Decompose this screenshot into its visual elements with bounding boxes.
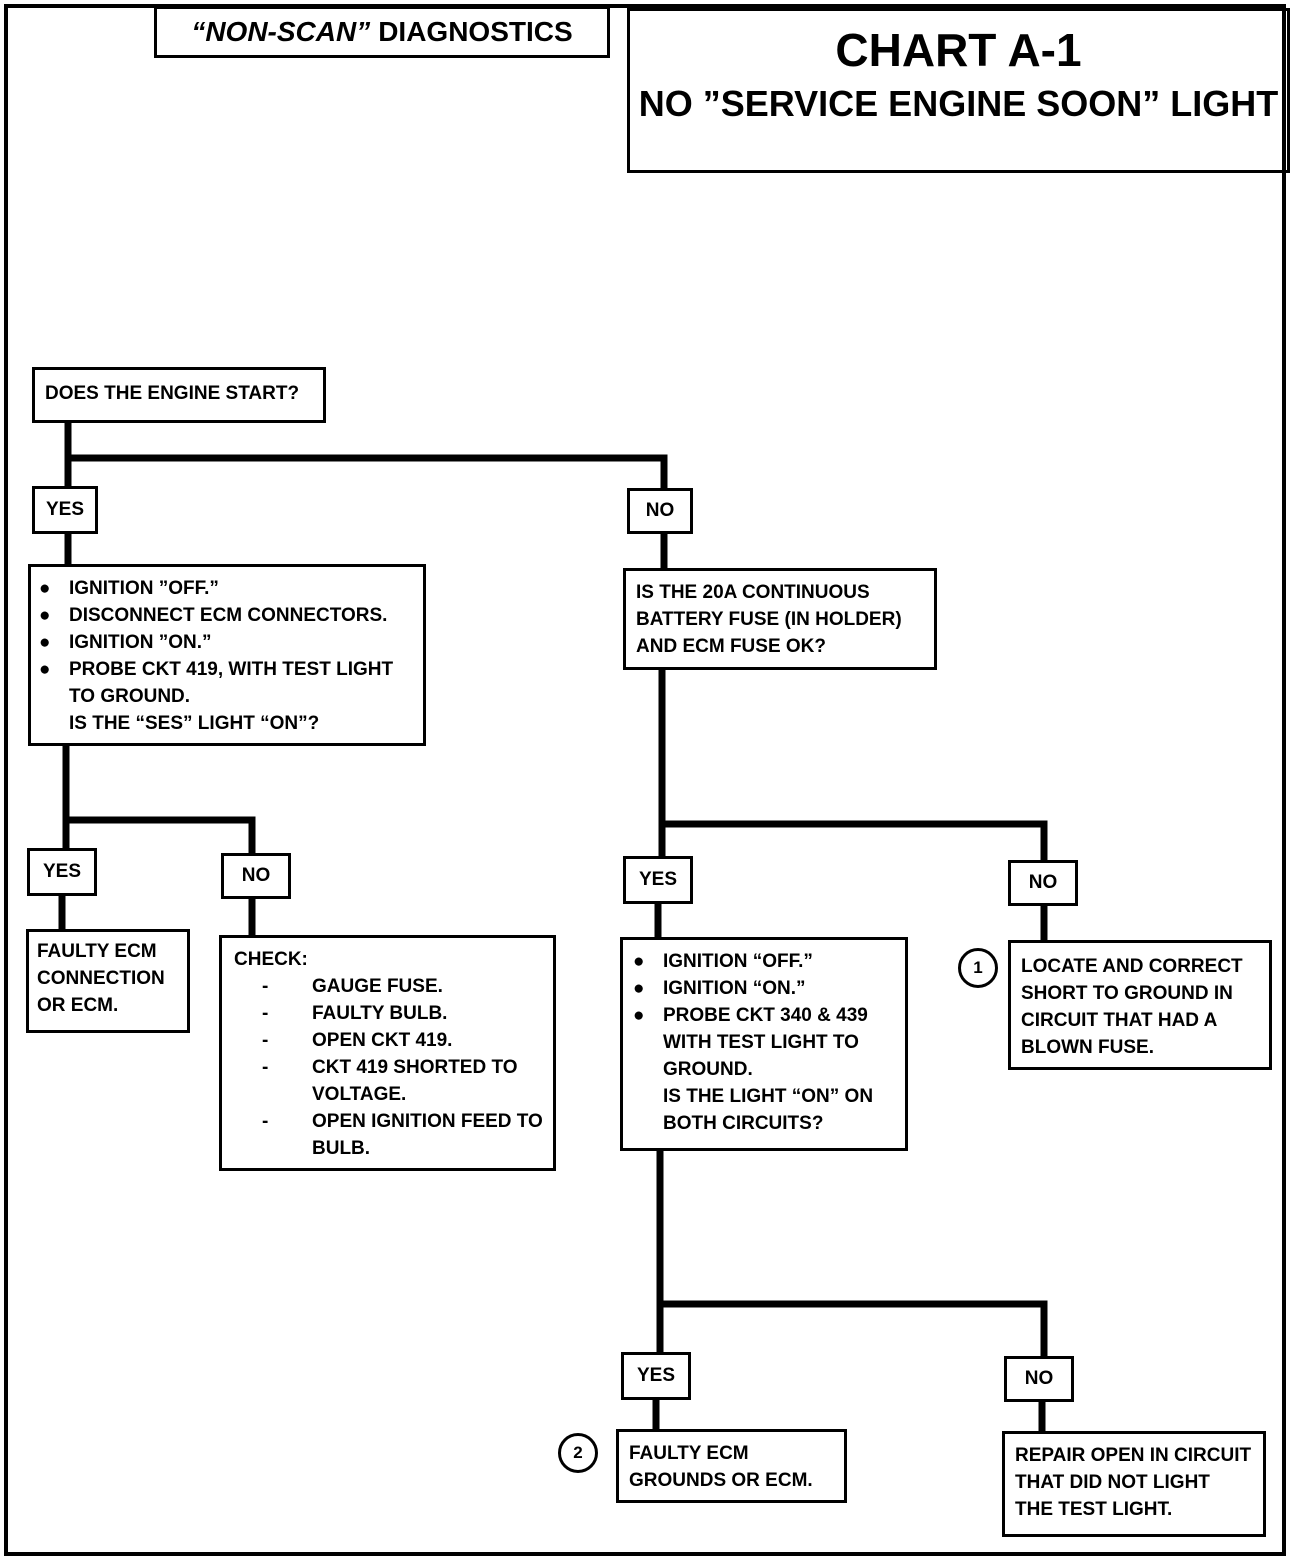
dash-icon: - [262,976,269,997]
right-question: IS THE LIGHT “ON” ON BOTH CIRCUITS? [663,1086,874,1134]
yes-label-4: YES [621,1352,691,1400]
bullet-icon: ● [39,578,51,599]
wire-start-to-no1 [64,454,668,492]
section-header: “NON-SCAN” DIAGNOSTICS [154,6,610,58]
faulty-ecm-connection: FAULTY ECM CONNECTION OR ECM. [37,941,165,1016]
wire-fuse-to-no3 [658,820,1048,864]
bullet-icon: ● [633,978,645,999]
yes-label-1-text: YES [45,499,85,520]
no-label-4: NO [1004,1356,1074,1402]
fuse-question-box: IS THE 20A CONTINUOUS BATTERY FUSE (IN H… [623,568,937,670]
start-question: DOES THE ENGINE START? [45,383,300,404]
check-item-text: CKT 419 SHORTED TO VOLTAGE. [312,1057,518,1105]
left-step-item: ● PROBE CKT 419, WITH TEST LIGHT TO GROUN… [39,656,415,710]
yes-label-1: YES [32,486,98,534]
chart-subtitle: NO ”SERVICE ENGINE SOON” LIGHT [638,83,1279,124]
left-step-item: ● IGNITION ”OFF.” [39,575,415,602]
dash-icon: - [262,1111,269,1132]
right-step-item: ● IGNITION “ON.” [633,975,897,1002]
no-label-1: NO [627,488,693,534]
faulty-ecm-connection-box: FAULTY ECM CONNECTION OR ECM. [26,929,190,1033]
faulty-grounds-box: FAULTY ECM GROUNDS OR ECM. [616,1429,847,1503]
bullet-icon: ● [39,605,51,626]
yes-label-3-text: YES [638,869,678,890]
wire-right-steps-to-no4 [656,1300,1048,1360]
left-step-item: ● DISCONNECT ECM CONNECTORS. [39,602,415,629]
check-item: - FAULTY BULB. [234,1000,543,1027]
left-steps-box: ● IGNITION ”OFF.” ● DISCONNECT ECM CONNECT… [28,564,426,746]
yes-label-2-text: YES [42,861,82,882]
repair-open: REPAIR OPEN IN CIRCUIT THAT DID NOT LIGH… [1015,1445,1252,1520]
check-item: - CKT 419 SHORTED TO VOLTAGE. [234,1054,543,1108]
left-step-text: IGNITION ”ON.” [69,632,212,653]
bullet-icon: ● [633,951,645,972]
dash-icon: - [262,1003,269,1024]
left-question: IS THE “SES” LIGHT “ON”? [69,713,320,734]
chart-title: CHART A-1 [835,24,1082,76]
locate-short-box: LOCATE AND CORRECT SHORT TO GROUND IN CI… [1008,940,1272,1070]
right-question-row: IS THE LIGHT “ON” ON BOTH CIRCUITS? [633,1083,897,1137]
check-item: - GAUGE FUSE. [234,973,543,1000]
yes-label-4-text: YES [636,1365,676,1386]
locate-short: LOCATE AND CORRECT SHORT TO GROUND IN CI… [1021,956,1243,1058]
left-step-text: IGNITION ”OFF.” [69,578,219,599]
no-label-2-text: NO [241,865,271,886]
note-marker-1-text: 1 [973,958,983,977]
left-question-row: IS THE “SES” LIGHT “ON”? [39,710,415,737]
bullet-icon: ● [633,1005,645,1026]
fuse-question: IS THE 20A CONTINUOUS BATTERY FUSE (IN H… [636,582,902,657]
bullet-icon: ● [39,659,51,680]
no-label-4-text: NO [1024,1368,1054,1389]
right-step-item: ● IGNITION “OFF.” [633,948,897,975]
section-header-italic: “NON-SCAN” [191,16,371,47]
note-marker-2-text: 2 [573,1443,583,1462]
note-marker-1: 1 [958,948,998,988]
no-label-3-text: NO [1028,872,1058,893]
start-question-box: DOES THE ENGINE START? [32,367,326,423]
repair-open-box: REPAIR OPEN IN CIRCUIT THAT DID NOT LIGH… [1002,1431,1266,1537]
left-step-text: DISCONNECT ECM CONNECTORS. [69,605,388,626]
right-step-text: IGNITION “OFF.” [663,951,813,972]
chart-title-block: CHART A-1 NO ”SERVICE ENGINE SOON” LIGHT [627,8,1290,173]
check-item-text: OPEN IGNITION FEED TO BULB. [312,1111,543,1159]
dash-icon: - [262,1057,269,1078]
yes-label-2: YES [27,848,97,896]
yes-label-3: YES [623,856,693,904]
left-step-item: ● IGNITION ”ON.” [39,629,415,656]
bullet-icon: ● [39,632,51,653]
note-marker-2: 2 [558,1433,598,1473]
check-item-text: FAULTY BULB. [312,1003,448,1024]
right-step-text: IGNITION “ON.” [663,978,806,999]
check-item: - OPEN CKT 419. [234,1027,543,1054]
check-title: CHECK: [234,949,308,970]
no-label-2: NO [221,853,291,899]
check-item-text: GAUGE FUSE. [312,976,443,997]
no-label-3: NO [1008,860,1078,906]
right-steps-box: ● IGNITION “OFF.” ● IGNITION “ON.” ● PROBE … [620,937,908,1151]
left-step-text: PROBE CKT 419, WITH TEST LIGHT TO GROUND… [69,659,394,707]
dash-icon: - [262,1030,269,1051]
faulty-grounds: FAULTY ECM GROUNDS OR ECM. [629,1443,813,1491]
check-box: CHECK: - GAUGE FUSE. - FAULTY BULB. - OPEN … [219,935,556,1171]
right-step-text: PROBE CKT 340 & 439 WITH TEST LIGHT TO G… [663,1005,868,1080]
section-header-text: DIAGNOSTICS [378,16,573,47]
right-step-item: ● PROBE CKT 340 & 439 WITH TEST LIGHT TO … [633,1002,897,1083]
check-item: - OPEN IGNITION FEED TO BULB. [234,1108,543,1162]
wire-left-steps-to-no2 [62,816,256,857]
page-frame [4,4,1286,1556]
no-label-1-text: NO [645,500,675,521]
check-item-text: OPEN CKT 419. [312,1030,453,1051]
